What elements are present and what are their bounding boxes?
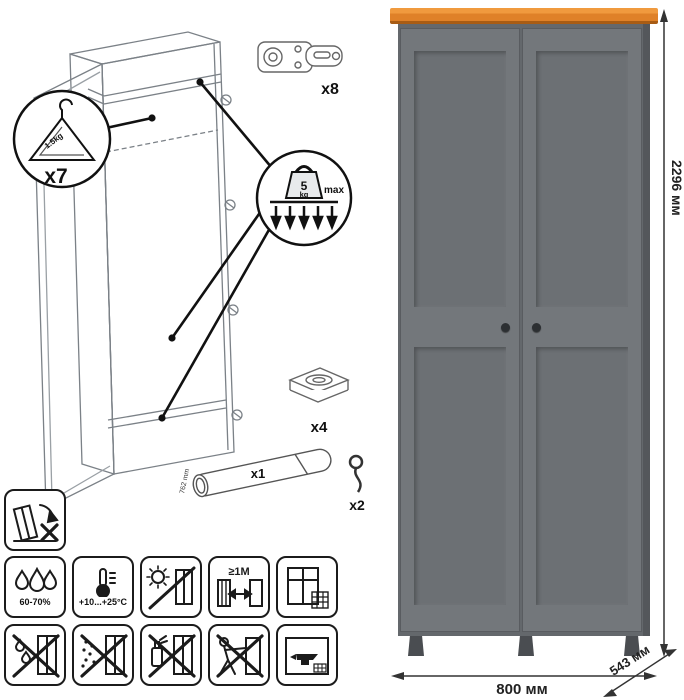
wardrobe-photo [390,8,658,658]
hanger-weight-label: 1.5kg [43,131,65,151]
height-dimension-label: 2296 мм [669,160,684,216]
wardrobe-foot [408,636,424,656]
icon-tip-over-warning [4,489,66,551]
hinge-qty-label: x8 [321,81,339,98]
hook-qty-label: x2 [349,497,365,513]
height-dimension: 2296 мм [660,9,684,657]
cabinet-glyph [249,579,263,607]
wardrobe-wireframe [33,31,243,510]
icon-humidity-range: 60-70% [4,556,66,618]
rod-length-label: 762 mm [179,468,191,494]
cabinet-glyph [285,637,329,675]
hanger-icon [27,98,97,161]
anvil-icon [290,654,318,665]
icon-no-wet-cleaning [4,624,66,686]
hinge-screw-marks [220,94,243,421]
icon-no-abrasives [72,624,134,686]
right-door-lower-panel [536,347,628,605]
door-knob-left [501,323,510,332]
max-load-callout: 5 kg max [255,149,353,247]
wireframe-diagram: 1.5kg x7 5 kg max [12,31,365,513]
sun-icon [151,570,165,584]
icon-ventilation [276,556,338,618]
icon-avoid-sunlight [140,556,202,618]
leader-lines [105,81,273,419]
load-value-label: 5 [301,179,308,193]
wardrobe-top-trim [390,8,658,24]
hinge-icon [257,41,343,73]
wardrobe-left-door [400,28,520,632]
icon-heat-distance: ≥1M [208,556,270,618]
width-dimension-label: 800 мм [496,681,547,698]
cabinet-glyph [245,637,261,675]
rod-icon: x1 762 mm [179,448,332,498]
door-knob-right [532,323,541,332]
right-door-upper-panel [536,51,628,307]
icon-no-solvents [140,624,202,686]
hanger-qty-label: x7 [44,165,67,188]
wardrobe-foot [518,636,534,656]
icon-no-dragging [208,624,270,686]
foot-qty-label: x4 [311,419,328,436]
width-dimension: 800 мм [391,672,657,698]
load-unit-label: kg [300,190,309,199]
water-drops-icon [14,567,58,592]
icon-heavy-items [276,624,338,686]
foot-icon [288,367,350,403]
wardrobe-right-door [522,28,642,632]
weight-icon [284,165,324,199]
hanger-callout: 1.5kg x7 [12,89,112,189]
distance-label: ≥1M [228,566,249,578]
leader-dots [102,78,204,422]
humidity-label: 60-70% [19,597,51,607]
left-door-lower-panel [414,347,506,605]
load-arrows [270,206,338,231]
wardrobe-foot [624,636,640,656]
thermometer-icon [96,568,116,597]
hook-icon [348,454,364,493]
temperature-label: +10...+25°C [78,597,128,607]
wardrobe-side-edge [643,24,650,636]
left-door-upper-panel [414,51,506,307]
load-max-label: max [324,185,344,196]
radiator-glyph [217,579,231,607]
rod-qty-label: x1 [251,466,265,481]
icon-temperature-range: +10...+25°C [72,556,134,618]
